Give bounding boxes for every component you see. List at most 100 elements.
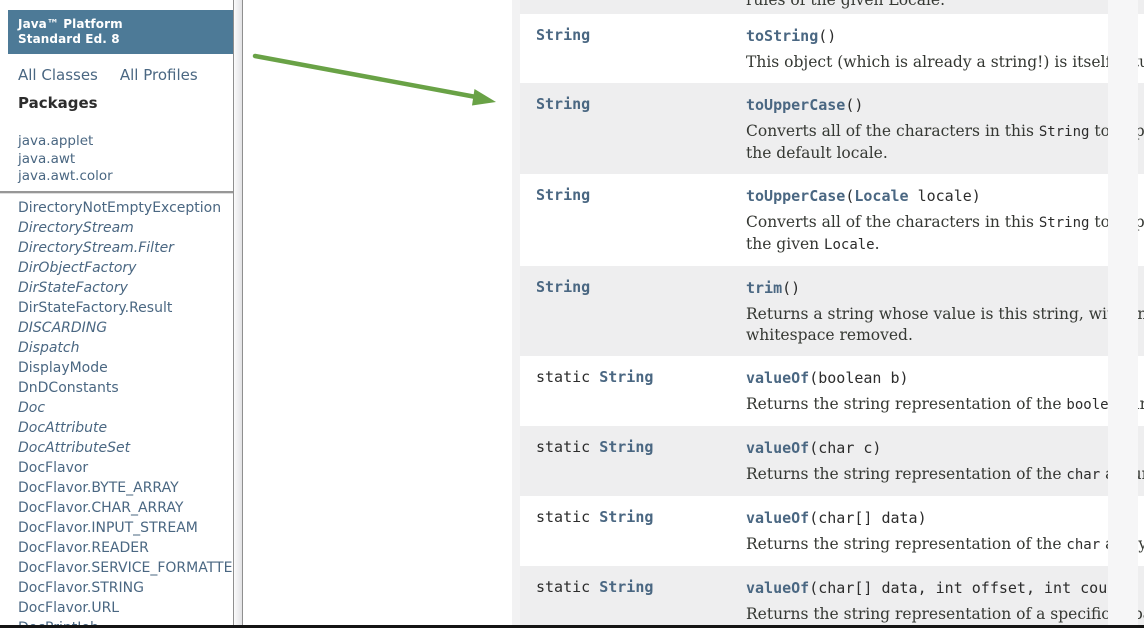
javadoc-link[interactable]: toString: [746, 27, 819, 45]
sidebar-scrollbar[interactable]: [233, 0, 243, 625]
javadoc-link[interactable]: valueOf: [746, 579, 810, 597]
method-cell: toUpperCase(Locale locale) Converts all o…: [746, 174, 1144, 266]
method-summary-frame: rules of the given Locale. String toString…: [246, 0, 1144, 625]
text-segment: Returns the string representation of the: [746, 535, 1067, 553]
javadoc-link[interactable]: String: [599, 368, 654, 386]
return-type-cell: String: [520, 266, 746, 356]
javadoc-link[interactable]: toUpperCase: [746, 187, 846, 205]
text-segment: locale): [908, 187, 981, 205]
javadoc-link[interactable]: String: [536, 186, 591, 204]
text-segment: static: [536, 368, 600, 386]
class-link[interactable]: DocFlavor.READER: [18, 540, 149, 556]
table-row: String toString() This object (which is al…: [520, 14, 1144, 83]
class-link[interactable]: DirectoryStream: [18, 220, 134, 236]
method-description: This object (which is already a string!)…: [746, 52, 1144, 73]
class-link[interactable]: DirectoryNotEmptyException: [18, 200, 222, 216]
method-cell: trim() Returns a string whose value is th…: [746, 266, 1144, 356]
class-link[interactable]: DirStateFactory: [18, 280, 128, 296]
javadoc-link[interactable]: Locale: [854, 187, 909, 205]
javadoc-link[interactable]: String: [536, 26, 591, 44]
class-link[interactable]: DirObjectFactory: [18, 260, 137, 276]
text-segment: (char[] data, int offset, int count): [809, 579, 1135, 597]
javadoc-link[interactable]: String: [536, 278, 591, 296]
class-link[interactable]: DocAttribute: [18, 420, 108, 436]
all-classes-link[interactable]: All Classes: [18, 66, 98, 84]
sidebar-nav: All Classes All Profiles: [18, 66, 198, 84]
class-link[interactable]: DirStateFactory.Result: [18, 300, 173, 316]
javadoc-link[interactable]: trim: [746, 279, 783, 297]
class-link[interactable]: DocAttributeSet: [18, 440, 131, 456]
javadoc-link[interactable]: toUpperCase: [746, 96, 846, 114]
method-cell: rules of the given Locale.: [746, 0, 1144, 14]
text-segment: Returns the string representation of a s…: [746, 605, 1144, 623]
javadoc-link[interactable]: String: [536, 95, 591, 113]
return-type-cell: static String: [520, 356, 746, 426]
method-description: Returns the string representation of the…: [746, 464, 1144, 486]
text-segment: Returns a string whose value is this str…: [746, 305, 1144, 344]
javadoc-link[interactable]: valueOf: [746, 509, 810, 527]
return-type-cell: String: [520, 174, 746, 266]
text-segment: Converts all of the characters in this: [746, 122, 1039, 140]
table-row-clipped: rules of the given Locale.: [520, 0, 1144, 14]
class-link[interactable]: DnDConstants: [18, 380, 119, 396]
text-segment: Returns the string representation of the: [746, 395, 1067, 413]
class-link[interactable]: DISCARDING: [18, 320, 108, 336]
javadoc-link[interactable]: valueOf: [746, 439, 810, 457]
text-segment: (boolean b): [809, 369, 909, 387]
all-profiles-link[interactable]: All Profiles: [119, 66, 198, 84]
text-segment: Returns the string representation of the: [746, 465, 1067, 483]
class-link[interactable]: DocFlavor.CHAR_ARRAY: [18, 500, 184, 516]
method-description: Returns the string representation of the…: [746, 534, 1144, 556]
class-link[interactable]: DocFlavor: [18, 460, 89, 476]
class-link[interactable]: DirectoryStream.Filter: [18, 240, 174, 256]
text-segment: static: [536, 438, 600, 456]
class-link[interactable]: DocFlavor.BYTE_ARRAY: [18, 480, 179, 496]
text-segment: Locale: [824, 237, 875, 253]
frame-divider[interactable]: [0, 191, 233, 194]
return-type-cell: String: [520, 83, 746, 174]
text-segment: char: [1066, 537, 1101, 553]
window-bottom-edge: [0, 625, 1144, 628]
class-link[interactable]: DisplayMode: [18, 360, 108, 376]
method-cell: valueOf(char[] data, int offset, int cou…: [746, 566, 1144, 625]
text-segment: .: [874, 235, 880, 253]
class-link[interactable]: Dispatch: [18, 340, 80, 356]
method-signature: toUpperCase(Locale locale): [746, 186, 1144, 206]
table-row: static String valueOf(char[] data, int of…: [520, 566, 1144, 625]
javadoc-link[interactable]: valueOf: [746, 369, 810, 387]
javadoc-link[interactable]: String: [599, 508, 654, 526]
table-row: String toUpperCase() Converts all of the c…: [520, 83, 1144, 174]
method-cell: valueOf(char c)Returns the string repres…: [746, 426, 1144, 496]
method-signature: valueOf(char[] data): [746, 508, 1144, 528]
method-description: Converts all of the characters in this S…: [746, 212, 1144, 256]
method-signature: valueOf(char[] data, int offset, int cou…: [746, 578, 1144, 598]
text-segment: static: [536, 578, 600, 596]
javadoc-header-badge: Java™ Platform Standard Ed. 8: [8, 10, 233, 54]
class-link[interactable]: Doc: [18, 400, 46, 416]
package-link[interactable]: java.applet: [18, 133, 94, 149]
method-description: rules of the given Locale.: [746, 0, 946, 9]
package-link[interactable]: java.awt: [18, 150, 76, 167]
header-line-1: Java™ Platform: [18, 17, 123, 31]
method-description: Returns the string representation of a s…: [746, 604, 1144, 625]
method-signature: toString(): [746, 26, 1144, 46]
javadoc-link[interactable]: String: [599, 578, 654, 596]
javadoc-link[interactable]: String: [599, 438, 654, 456]
class-link[interactable]: DocFlavor.STRING: [18, 580, 144, 596]
text-segment: This object (which is already a string!)…: [746, 53, 1144, 71]
return-type-cell: [520, 0, 746, 14]
text-segment: (): [782, 279, 801, 297]
method-cell: valueOf(boolean b) Returns the string rep…: [746, 356, 1144, 426]
class-link[interactable]: DocFlavor.SERVICE_FORMATTED: [18, 560, 233, 576]
text-segment: (): [845, 96, 864, 114]
table-row: String trim() Returns a string whose value…: [520, 266, 1144, 356]
class-link[interactable]: DocFlavor.URL: [18, 600, 120, 616]
class-link[interactable]: DocPrintJob: [18, 618, 233, 625]
package-link[interactable]: java.awt.color: [18, 168, 113, 184]
method-signature: valueOf(boolean b): [746, 368, 1144, 388]
class-link[interactable]: DocFlavor.INPUT_STREAM: [18, 520, 198, 536]
